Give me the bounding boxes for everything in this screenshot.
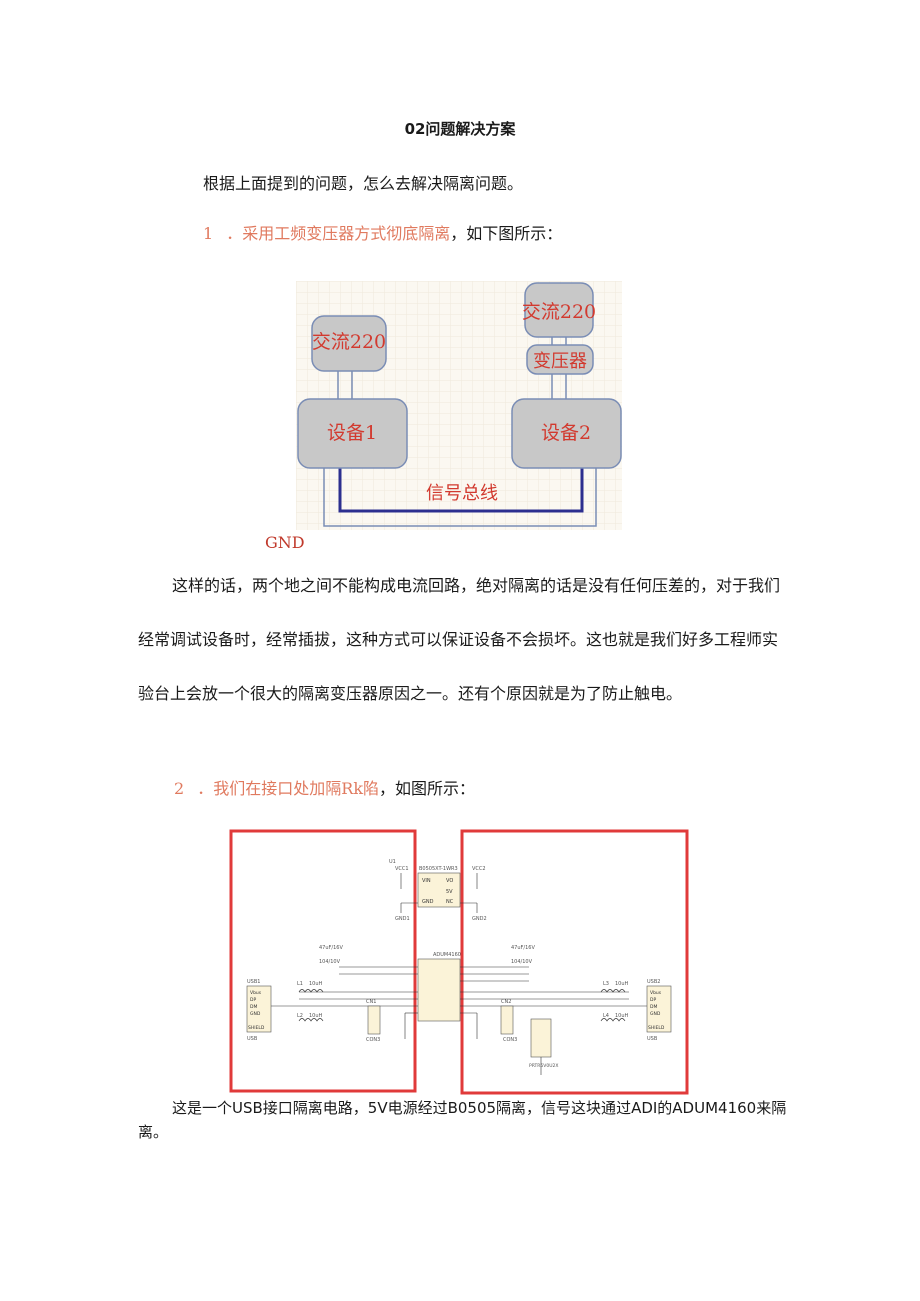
l3-value: 10uH — [615, 981, 629, 987]
l1-value: 10uH — [309, 981, 323, 987]
item-1-rest: ，如下图所示： — [450, 224, 563, 243]
item-2: 2 ．我们在接口处加隔Rk陷，如图所示： — [174, 775, 475, 799]
adum-label: ADUM4160 — [433, 952, 461, 958]
gnd2-top: GND2 — [472, 916, 487, 922]
ac-left-box — [311, 315, 387, 372]
item-2-rest: ，如图所示： — [379, 779, 476, 798]
v5-pin: 5V — [446, 889, 453, 895]
ac-left-label: 交流220 — [312, 331, 386, 353]
l2-ref: L2 — [297, 1013, 303, 1019]
c6-value: 104/10V — [511, 959, 533, 965]
usb1-gnd: GND — [250, 1011, 261, 1017]
item-1-highlight: ．采用工频变压器方式彻底隔离 — [226, 224, 451, 243]
ac-right-box — [524, 282, 594, 338]
section-heading: 02问题解决方案 — [404, 120, 516, 138]
usb2-dm: DM — [650, 1004, 657, 1010]
device2-box — [511, 398, 622, 469]
ac-right-label: 交流220 — [522, 301, 596, 323]
usb1-vbus: Vbus — [250, 990, 262, 996]
usb2-vbus: Vbus — [650, 990, 662, 996]
c5-value: 47uF/16V — [511, 945, 535, 951]
figure-2-caption: 这是一个USB接口隔离电路，5V电源经过B0505隔离，信号这块通过ADI的AD… — [138, 1099, 787, 1141]
usb1-shield: SHIELD — [248, 1025, 265, 1031]
usb1-type: USB — [247, 1036, 258, 1042]
cn1-type: CON3 — [366, 1037, 380, 1043]
isolation-transformer-figure: 交流220 交流220 变压器 设备1 设备2 信号总线 — [296, 281, 622, 530]
item-1: 1 ．采用工频变压器方式彻底隔离，如下图所示： — [203, 220, 562, 244]
c2-value: 104/10V — [319, 959, 341, 965]
transformer-label: 变压器 — [533, 351, 587, 372]
device1-box — [297, 398, 408, 469]
gnd-label: GND — [265, 533, 305, 552]
vin-pin: VIN — [422, 878, 431, 884]
item-2-number: 2 — [174, 779, 185, 798]
nc-pin: NC — [446, 899, 454, 905]
usb1-dm: DM — [250, 1004, 257, 1010]
l2-value: 10uH — [309, 1013, 323, 1019]
vcc2-top: VCC2 — [472, 866, 486, 872]
intro-text: 根据上面提到的问题，怎么去解决隔离问题。 — [203, 174, 524, 193]
usb2-gnd: GND — [650, 1011, 661, 1017]
bus-label: 信号总线 — [426, 483, 498, 504]
u1-ref: U1 — [389, 859, 396, 865]
tvs-part: PRTR5V0U2X — [529, 1063, 558, 1069]
item-1-number: 1 — [203, 224, 214, 243]
usb2-type: USB — [647, 1036, 658, 1042]
l4-value: 10uH — [615, 1013, 629, 1019]
cn2-ref: CN2 — [501, 999, 511, 1005]
l3-ref: L3 — [603, 981, 609, 987]
vo-pin: VO — [446, 878, 453, 884]
usb-isolation-schematic: U1 B0505XT-1WR3 VIN VO GND NC 5V VCC1 VC… — [229, 829, 689, 1095]
paragraph-1: 这样的话，两个地之间不能构成电流回路，绝对隔离的话是没有任何压差的，对于我们经常… — [138, 576, 781, 703]
cn2-type: CON3 — [503, 1037, 517, 1043]
usb2-shield: SHIELD — [648, 1025, 665, 1031]
u1-part: B0505XT-1WR3 — [419, 866, 458, 872]
cn1-ref: CN1 — [366, 999, 376, 1005]
gnd-pin: GND — [422, 899, 434, 905]
item-2-highlight: ．我们在接口处加隔Rk陷 — [197, 779, 380, 798]
vcc1-top: VCC1 — [395, 866, 409, 872]
device1-label: 设备1 — [327, 422, 377, 444]
usb1-dp: DP — [250, 997, 256, 1003]
device2-label: 设备2 — [541, 422, 591, 444]
usb1-ref: USB1 — [247, 979, 260, 985]
gnd1-top: GND1 — [395, 916, 410, 922]
c1-value: 47uF/16V — [319, 945, 343, 951]
usb2-ref: USB2 — [647, 979, 660, 985]
l4-ref: L4 — [603, 1013, 609, 1019]
usb2-dp: DP — [650, 997, 656, 1003]
l1-ref: L1 — [297, 981, 303, 987]
transformer-box — [526, 344, 594, 375]
